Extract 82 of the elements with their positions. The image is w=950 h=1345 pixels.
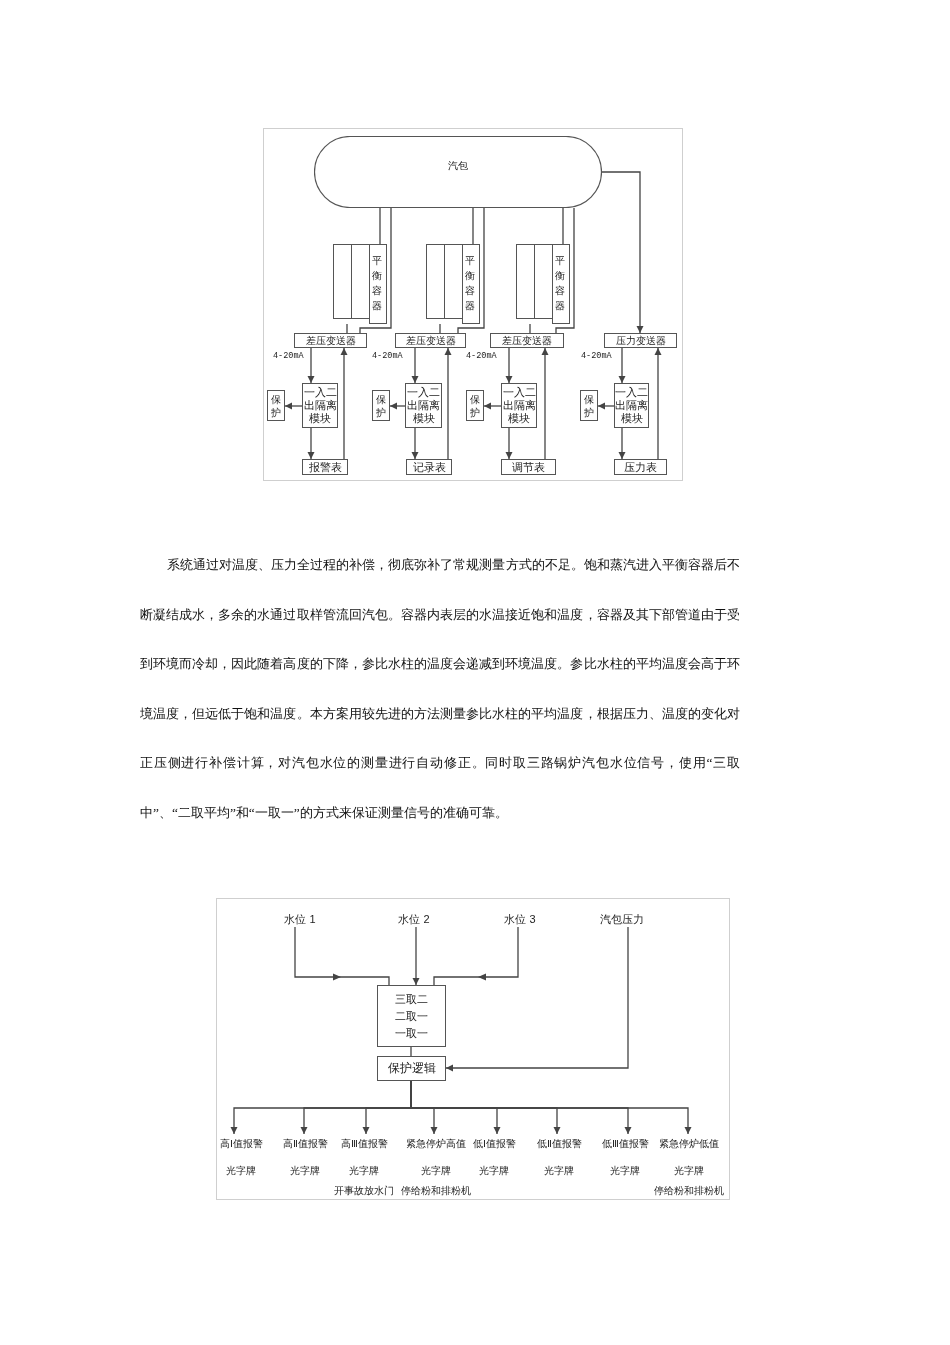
output-label: 光字牌 (479, 1164, 509, 1177)
output-label: 光字牌 (290, 1164, 320, 1177)
mode-label: 一取一 (395, 1025, 428, 1041)
connector-line (410, 1046, 412, 1057)
arrow (307, 427, 315, 460)
edge-label: 4-20mA (466, 351, 497, 361)
edge-label: 4-20mA (372, 351, 403, 361)
arrow (618, 427, 626, 460)
output-label: 停给粉和排粉机 (654, 1184, 724, 1197)
output-label: 低Ⅲ值报警 (601, 1137, 649, 1150)
arrow (412, 926, 420, 986)
protection-box: 保护 (372, 390, 390, 421)
output-label: 低Ⅱ值报警 (536, 1137, 582, 1150)
meter-box: 调节表 (501, 459, 556, 475)
meter-box: 记录表 (406, 459, 452, 475)
meter-box: 报警表 (302, 459, 348, 475)
output-label: 开事故放水门 (334, 1184, 394, 1197)
steam-drum: 汽包 (314, 136, 602, 208)
output-label: 高Ⅱ值报警 (282, 1137, 328, 1150)
output-label: 紧急停炉低值 (659, 1137, 719, 1150)
output-label: 光字牌 (674, 1164, 704, 1177)
arrow (444, 347, 452, 460)
isolation-module-box: 一入二出隔离模块 (302, 383, 338, 428)
protection-box: 保护 (267, 390, 285, 421)
arrow (505, 347, 513, 384)
output-label: 光字牌 (349, 1164, 379, 1177)
selection-logic-box (377, 985, 446, 1047)
transmitter-box: 差压变送器 (490, 333, 564, 348)
output-label: 光字牌 (226, 1164, 256, 1177)
connector-line (359, 207, 392, 334)
arrow (618, 347, 626, 384)
arrow (541, 347, 549, 460)
arrow (294, 926, 390, 986)
arrow (597, 402, 615, 410)
output-label: 高Ⅰ值报警 (219, 1137, 263, 1150)
arrow (601, 171, 644, 334)
isolation-module-box: 一入二出隔离模块 (614, 383, 649, 428)
output-label: 停给粉和排粉机 (401, 1184, 471, 1197)
connector-line (457, 207, 485, 334)
transmitter-box: 差压变送器 (294, 333, 367, 348)
meter-box: 压力表 (614, 459, 667, 475)
mode-label: 二取一 (395, 1008, 428, 1024)
connector-line (529, 323, 531, 334)
output-label: 低Ⅰ值报警 (472, 1137, 516, 1150)
input-label: 汽包压力 (594, 911, 650, 927)
protection-box: 保护 (466, 390, 484, 421)
arrow (445, 926, 629, 1072)
isolation-module-box: 一入二出隔离模块 (405, 383, 442, 428)
connector-line (472, 207, 474, 245)
arrow (411, 347, 419, 384)
body-paragraph: 系统通过对温度、压力全过程的补偿，彻底弥补了常规测量方式的不足。饱和蒸汽进入平衡容器后不断凝结成水，多余的水通过取样管流回汽包。容器内表层的水温接近饱和温度，容器及其下部管道由于受到环境而冷却，因此随着高度的下降，参比水柱的温度会递减到环境温度。参比水柱的平均温度会高于环境温度，但远低于饱和温度。本方案用较先进的方法测量参比水柱的平均温度，根据压力、温度的变化对正压侧进行补偿计算，对汽包水位的测量进行自动修正。同时取三路锅炉汽包水位信号，使用“三取中”、“二取平均”和“一取一”的方式来保证测量信号的准确可靠。 (140, 556, 740, 822)
isolation-module-box: 一入二出隔离模块 (501, 383, 537, 428)
arrow (389, 402, 406, 410)
input-label: 水位 3 (498, 911, 542, 927)
output-label: 光字牌 (544, 1164, 574, 1177)
output-label: 高Ⅲ值报警 (340, 1137, 388, 1150)
arrow (433, 926, 519, 986)
output-label: 光字牌 (610, 1164, 640, 1177)
arrow (410, 1080, 692, 1135)
arrow (505, 427, 513, 460)
edge-label: 4-20mA (581, 351, 612, 361)
mode-label: 三取二 (395, 991, 428, 1007)
input-label: 水位 2 (392, 911, 436, 927)
protection-logic-box: 保护逻辑 (377, 1056, 446, 1081)
input-label: 水位 1 (278, 911, 322, 927)
connector-line (346, 323, 348, 334)
edge-label: 4-20mA (273, 351, 304, 361)
output-label: 光字牌 (421, 1164, 451, 1177)
arrow (483, 402, 502, 410)
protection-box: 保护 (580, 390, 598, 421)
transmitter-box: 差压变送器 (395, 333, 466, 348)
connector-line (379, 207, 381, 245)
connector-line (562, 207, 564, 245)
output-label: 紧急停炉高值 (406, 1137, 466, 1150)
connector-line (439, 323, 441, 334)
arrow (340, 347, 348, 460)
arrow (284, 402, 303, 410)
arrow (411, 427, 419, 460)
transmitter-box: 压力变送器 (604, 333, 677, 348)
connector-line (555, 207, 575, 334)
arrow (654, 347, 662, 460)
arrow (307, 347, 315, 384)
